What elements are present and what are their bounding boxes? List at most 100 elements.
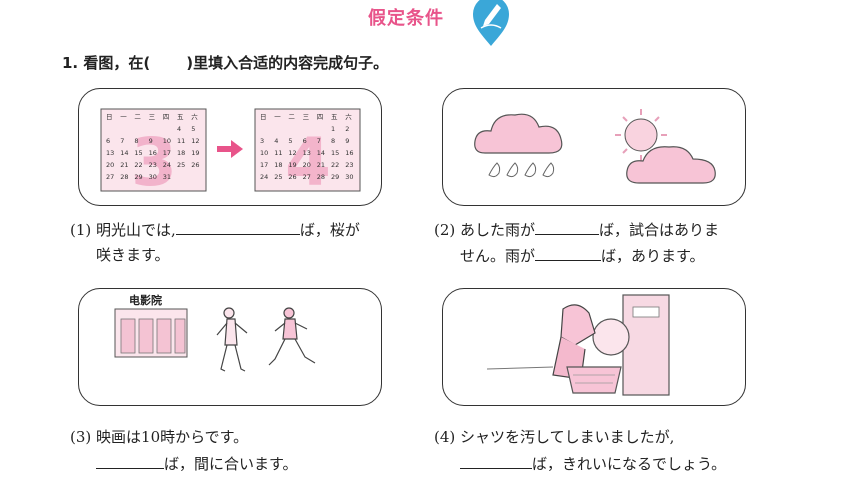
calendar-weekday: 一 (274, 113, 281, 121)
calendar-day: 17 (163, 149, 171, 157)
calendar-day: 20 (303, 161, 311, 169)
answer-blank-2b[interactable] (535, 244, 602, 261)
calendar-day: 5 (288, 137, 292, 145)
calendar-day: 25 (274, 173, 282, 181)
calendar-day: 8 (331, 137, 335, 145)
calendar-day: 6 (303, 137, 307, 145)
running-woman-icon (216, 307, 248, 372)
calendar-day: 13 (303, 149, 311, 157)
calendar-day: 3 (260, 137, 264, 145)
calendar-day: 23 (345, 161, 353, 169)
calendar-weekday: 四 (317, 113, 324, 121)
calendar-day: 2 (345, 125, 349, 133)
sentence-number: (1) (70, 221, 92, 239)
sentence-number: (2) (434, 221, 456, 239)
calendar-day: 18 (274, 161, 282, 169)
sentence-4-line-1: (4) シャツを汚してしまいましたが, (434, 428, 675, 446)
answer-blank-2a[interactable] (535, 218, 600, 235)
calendar-weekday: 五 (177, 113, 184, 121)
calendar-day: 20 (106, 161, 114, 169)
instruction-prefix: 1. 看图，在( (62, 54, 151, 72)
sun-cloud-icon (615, 109, 716, 184)
answer-blank-1[interactable] (175, 218, 300, 235)
sentence-1-line-1: (1) 明光山では,ば，桜が (70, 218, 360, 241)
laundry-basket-icon (566, 366, 622, 394)
calendar-day: 29 (331, 173, 339, 181)
calendar-day: 7 (120, 137, 124, 145)
calendar-day: 9 (345, 137, 349, 145)
calendar-day: 9 (149, 137, 153, 145)
sentence-4-line-2: ば，きれいになるでしょう。 (460, 452, 726, 475)
calendar-day: 10 (260, 149, 268, 157)
sentence-number: (4) (434, 428, 456, 446)
calendar-weekday: 二 (288, 113, 295, 121)
calendar-day: 31 (163, 173, 171, 181)
calendar-weekday: 三 (303, 113, 310, 121)
washing-machine-icon (592, 294, 670, 396)
calendar-weekday: 六 (191, 112, 198, 121)
sentence-2-line-2: せん。雨がば，あります。 (460, 244, 705, 267)
calendar-day: 8 (134, 137, 138, 145)
calendar-day: 26 (191, 161, 199, 169)
calendar-weekday: 一 (120, 113, 127, 121)
calendar-day: 21 (317, 161, 325, 169)
calendar-day: 27 (303, 173, 311, 181)
calendar-day: 26 (288, 173, 296, 181)
rain-cloud-icon (474, 113, 563, 178)
sentence-3-line-1: (3) 映画は10時からです。 (70, 428, 249, 446)
calendar-weekday: 三 (149, 113, 156, 121)
calendar-day: 22 (331, 161, 339, 169)
instruction-suffix: )里填入合适的内容完成句子。 (186, 54, 389, 72)
calendar-weekday: 五 (331, 113, 338, 121)
calendar-weekday: 日 (260, 113, 267, 121)
running-girl-icon (268, 307, 316, 366)
calendar-day: 14 (317, 149, 325, 157)
calendar-day: 6 (106, 137, 110, 145)
calendar-day: 24 (163, 161, 171, 169)
calendar-day: 15 (134, 149, 142, 157)
calendar-day: 28 (120, 173, 128, 181)
calendar-day: 24 (260, 173, 268, 181)
weather-illustration (442, 88, 746, 206)
laundry-illustration (442, 288, 746, 406)
calendar-day: 5 (191, 125, 195, 133)
calendar-day: 23 (149, 161, 157, 169)
cinema-building (114, 308, 188, 358)
calendar-day: 4 (177, 125, 181, 133)
calendar-day: 4 (274, 137, 278, 145)
calendar-day: 21 (120, 161, 128, 169)
section-title: 假定条件 (368, 8, 444, 29)
exercise-instruction: 1. 看图，在( )里填入合适的内容完成句子。 (62, 52, 388, 73)
sentence-3-line-2: ば，間に合います。 (96, 452, 298, 475)
calendar-day: 19 (288, 161, 296, 169)
calendar-weekday: 六 (345, 112, 352, 121)
calendar-day: 16 (149, 149, 157, 157)
calendar-weekday: 日 (106, 113, 113, 121)
arrow-right-icon (217, 140, 243, 158)
calendar-day: 11 (274, 149, 282, 157)
sentence-1-line-2: 咲きます。 (96, 246, 170, 264)
calendar-day: 10 (163, 137, 171, 145)
calendar-weekday: 二 (134, 113, 141, 121)
answer-blank-3[interactable] (96, 452, 164, 469)
calendar-day: 22 (134, 161, 142, 169)
calendar-day: 12 (191, 137, 199, 145)
cinema-illustration: 电影院 (78, 288, 382, 406)
sentence-2-line-1: (2) あした雨がば，試合はありま (434, 218, 719, 241)
calendar-day: 25 (177, 161, 185, 169)
calendar-day: 13 (106, 149, 114, 157)
calendar-day: 1 (331, 125, 335, 133)
calendar-day: 30 (345, 173, 353, 181)
answer-blank-4[interactable] (460, 452, 532, 469)
calendar-day: 15 (331, 149, 339, 157)
cinema-sign: 电影院 (129, 293, 162, 307)
calendar-weekday: 四 (163, 113, 170, 121)
april-big-digit: 4 (285, 124, 331, 201)
calendar-day: 18 (177, 149, 185, 157)
pencil-badge-icon (473, 0, 509, 46)
sentence-number: (3) (70, 428, 92, 446)
march-big-digit: 3 (131, 124, 177, 201)
